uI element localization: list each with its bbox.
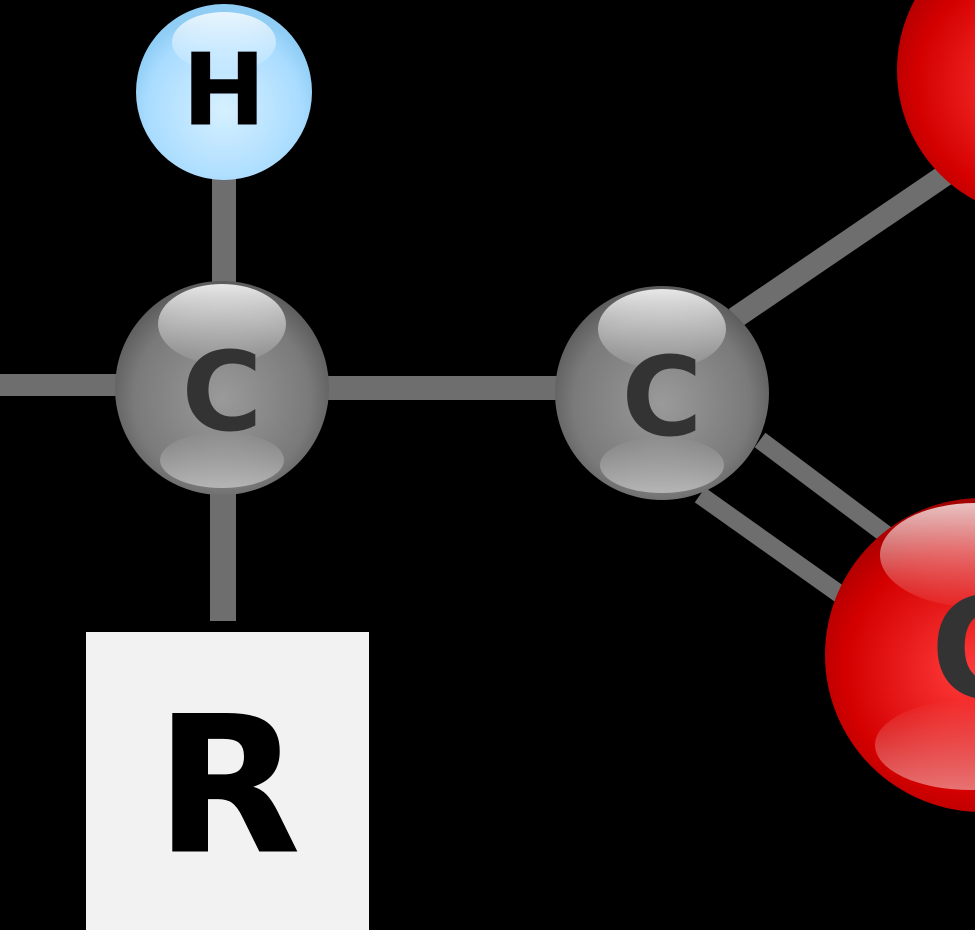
hydrogen-label: H: [182, 32, 266, 149]
bond-carbon-oxygen-double-b: [694, 487, 854, 608]
bond-hydrogen-carbon: [212, 170, 236, 295]
alpha-carbon-label: C: [182, 328, 263, 456]
oxygen-label: O: [930, 569, 975, 732]
r-group-label: R: [155, 676, 301, 897]
bond-carbon-oxygen-double-a: [754, 432, 906, 553]
oxygen-highlight: [880, 503, 975, 607]
oxygen-atom-top: [897, 0, 975, 201]
carbon-lower-glow: [160, 432, 284, 488]
alpha-carbon-atom: C: [115, 281, 329, 495]
carbon-highlight: [158, 284, 286, 364]
bond-carbon-r-group: [210, 485, 236, 621]
hydrogen-highlight: [172, 12, 276, 72]
bonds: [0, 155, 967, 621]
carbon-highlight: [598, 289, 726, 369]
bond-carbon-oxygen-top: [728, 155, 967, 328]
hydrogen-atom: H: [136, 4, 312, 180]
carbonyl-carbon-atom: C: [555, 286, 769, 500]
oxygen-lower-glow: [875, 700, 975, 790]
r-group: R: [86, 632, 369, 930]
oxygen-atom-sphere: [897, 0, 975, 201]
oxygen-atom-bottom: O: [825, 498, 975, 812]
carbon-lower-glow: [600, 437, 724, 493]
bond-carbon-carbon: [315, 376, 565, 400]
bond-left-stub: [0, 374, 130, 396]
r-group-box: [86, 632, 369, 930]
carbonyl-carbon-label: C: [622, 333, 703, 461]
